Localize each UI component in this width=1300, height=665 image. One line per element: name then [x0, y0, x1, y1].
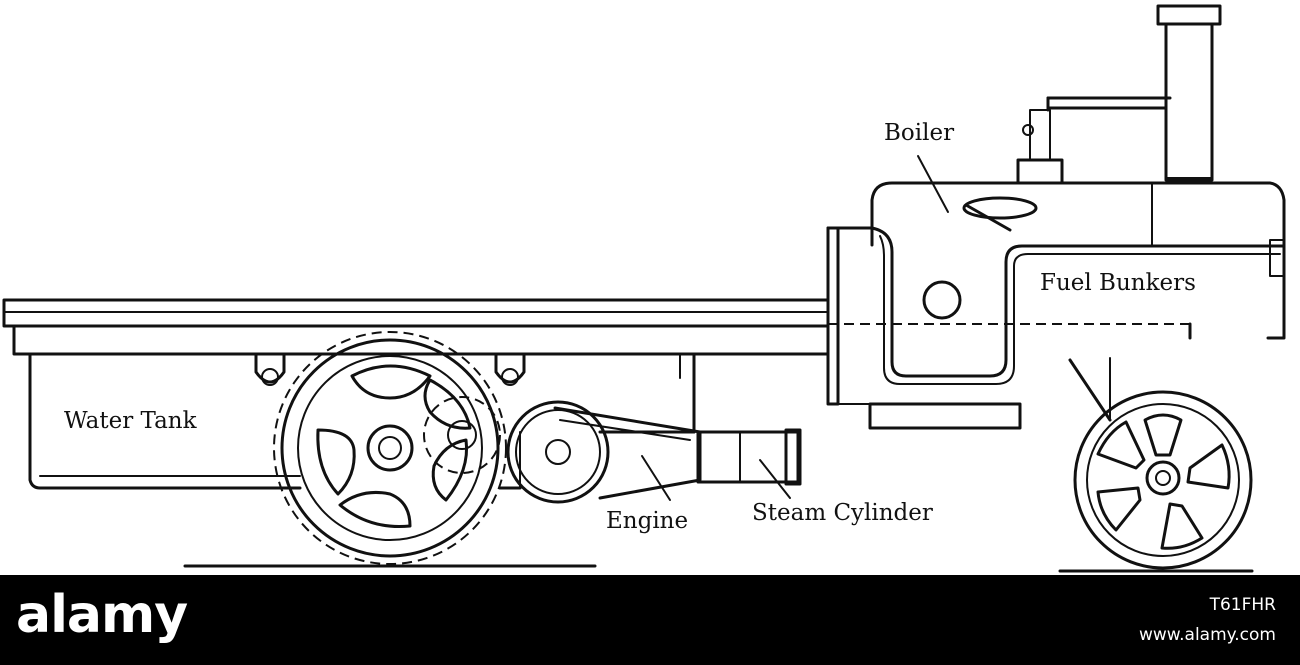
- label-steam-cylinder: Steam Cylinder: [752, 500, 933, 526]
- site-url: www.alamy.com: [1138, 625, 1276, 645]
- label-boiler: Boiler: [884, 120, 954, 146]
- ground-lines: [183, 564, 1254, 573]
- label-engine: Engine: [606, 508, 688, 534]
- boiler: [870, 4, 1286, 340]
- alamy-logo: alamy: [16, 585, 188, 645]
- image-id: T61FHR: [1209, 595, 1276, 615]
- rear-wheel: [273, 331, 507, 565]
- water-tank: [28, 352, 696, 490]
- engine-body: [553, 406, 802, 500]
- label-fuel-bunkers: Fuel Bunkers: [1040, 270, 1196, 296]
- watermark-bar: alamy T61FHR www.alamy.com: [0, 575, 1300, 665]
- fuel-bunkers: [826, 226, 1286, 430]
- leader-lines: [641, 155, 949, 501]
- label-water-tank: Water Tank: [64, 408, 198, 434]
- steam-wagon-illustration: Boiler Fuel Bunkers Water Tank Engine St…: [2, 4, 1286, 573]
- flatbed-platform: [2, 298, 830, 356]
- engine-flywheel: [506, 400, 610, 504]
- front-wheel: [1068, 357, 1253, 570]
